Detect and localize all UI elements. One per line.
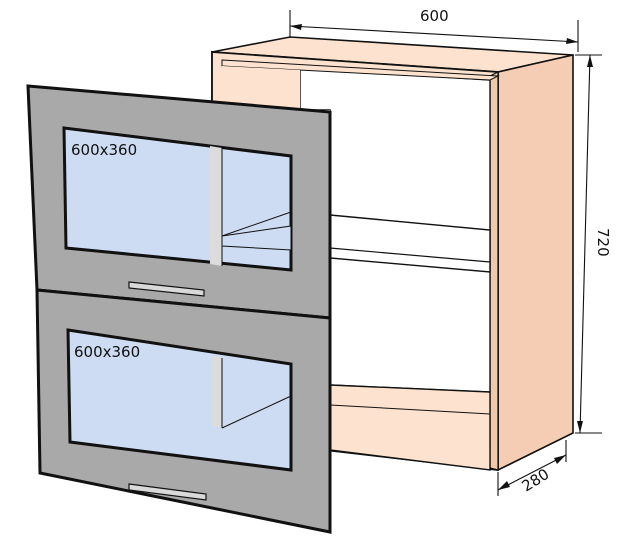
carcass-top-inner-lip <box>221 59 500 81</box>
carcass-bottom-panel <box>329 384 491 471</box>
carcass-front-edge <box>489 71 499 471</box>
door-lower-label: 600x360 <box>74 343 140 361</box>
dimension-height-label: 720 <box>594 228 612 257</box>
height-arrow-top <box>587 55 593 67</box>
door-upper-glass-shelf-edge <box>221 211 292 237</box>
width-arrow-right <box>566 38 578 44</box>
door-upper-handle[interactable] <box>128 281 205 297</box>
dimension-lines: 600 720 280 <box>289 7 612 496</box>
shelf-front-edge <box>329 247 491 263</box>
width-arrow-left <box>290 24 302 30</box>
height-arrow-bottom <box>577 421 583 433</box>
dimension-height-line <box>579 54 591 434</box>
door-lower-glass <box>66 328 293 472</box>
carcass-right-side <box>497 53 574 472</box>
door-lower-glass-floor-edge <box>221 395 292 429</box>
door-upper-glass-interior-wall <box>210 146 222 266</box>
dimension-depth-label: 280 <box>519 465 553 495</box>
door-lower: 600x360 <box>35 288 332 534</box>
dimension-width-line <box>289 25 579 43</box>
door-lower-glass-interior-wall <box>212 356 222 428</box>
door-lower-handle[interactable] <box>128 483 207 501</box>
depth-arrow-b <box>554 455 566 464</box>
door-upper-label: 600x360 <box>71 141 137 159</box>
bottom-inner-edge <box>329 404 491 415</box>
dimension-width-label: 600 <box>420 7 449 25</box>
depth-arrow-a <box>498 481 510 490</box>
dimension-depth-line <box>497 454 567 491</box>
door-upper: 600x360 <box>26 84 332 320</box>
